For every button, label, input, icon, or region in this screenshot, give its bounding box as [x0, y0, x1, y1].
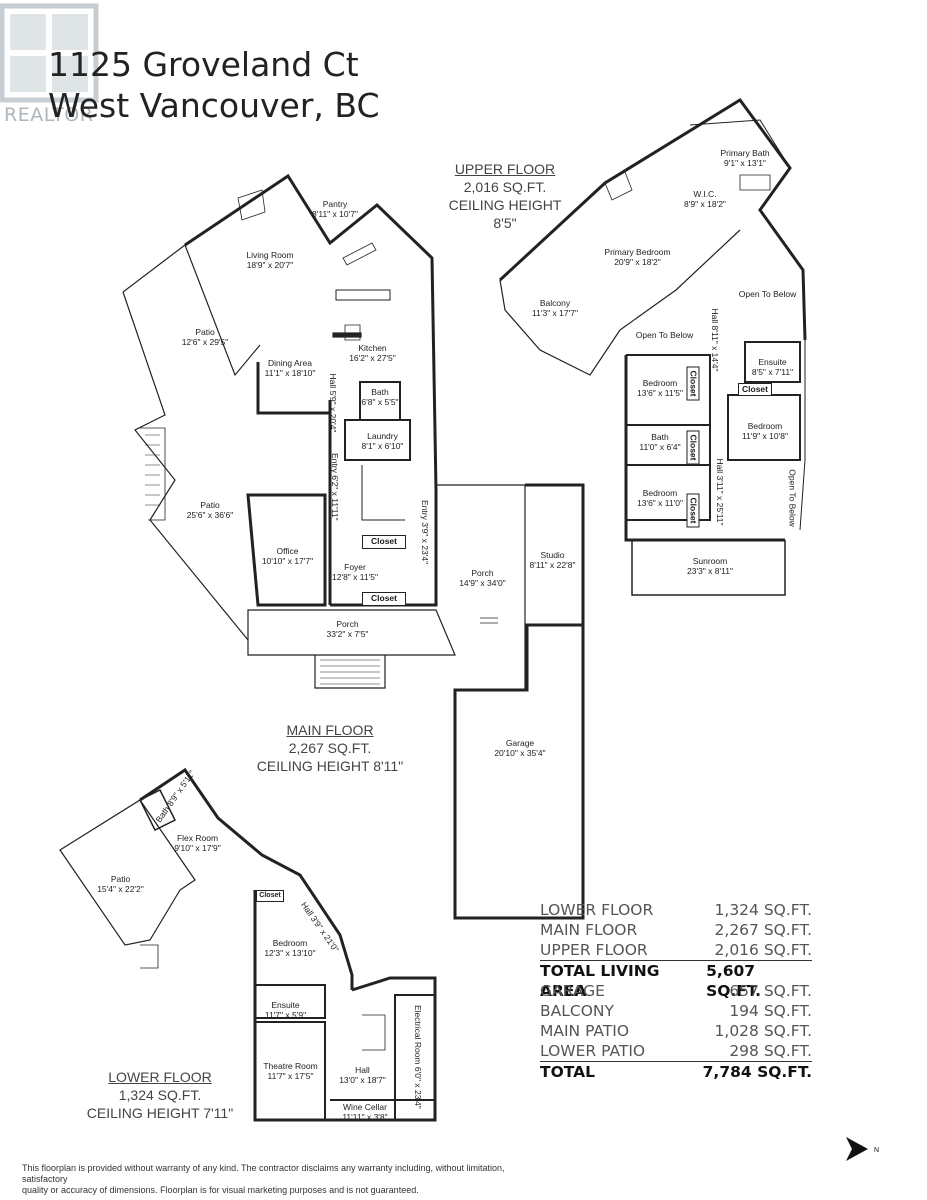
disclaimer: This floorplan is provided without warra…: [22, 1163, 522, 1196]
address-line-2: West Vancouver, BC: [48, 86, 380, 125]
room-electrical: Electrical Room 6'0" x 23'4": [413, 1005, 423, 1109]
room-entry-a: Entry 6'2" x 11'11": [330, 453, 340, 521]
lower-floor-ceiling: CEILING HEIGHT 7'11": [86, 1105, 234, 1121]
room-open-below-2: Open To Below: [635, 330, 694, 340]
north-arrow-icon: N: [846, 1137, 879, 1161]
upper-floor-label: UPPER FLOOR 2,016 SQ.FT. CEILING HEIGHT …: [440, 160, 570, 232]
closet-main-2: Closet: [362, 592, 406, 606]
main-floor-ceiling: CEILING HEIGHT 8'11": [256, 758, 404, 774]
main-floor-label: MAIN FLOOR 2,267 SQ.FT. CEILING HEIGHT 8…: [240, 721, 420, 775]
realtor-watermark-logo: [0, 3, 99, 103]
room-hall-upper-2: Hall 3'11" x 25'11": [715, 458, 725, 526]
upper-floor-plan: [498, 97, 807, 596]
upper-floor-name: UPPER FLOOR: [454, 161, 556, 177]
main-floor-area: 2,267 SQ.FT.: [288, 740, 372, 756]
closet-upper-2: Closet: [686, 366, 700, 401]
lower-floor-plan: [59, 767, 437, 1122]
north-label: N: [874, 1147, 879, 1154]
main-floor-plan: [122, 173, 585, 920]
closet-upper-3: Closet: [686, 430, 700, 465]
room-hall-main: Hall 5'9" x 20'4": [328, 373, 338, 433]
room-hall-upper-1: Hall 8'11" x 14'4": [710, 308, 720, 372]
address-line-1: 1125 Groveland Ct: [48, 45, 359, 84]
lower-floor-area: 1,324 SQ.FT.: [118, 1087, 202, 1103]
closet-upper-1: Closet: [738, 383, 772, 396]
realtor-watermark-text: REALTOR: [4, 104, 94, 126]
room-entry-b: Entry 3'9" x 23'4": [420, 500, 430, 565]
room-open-below-1: Open To Below: [738, 289, 797, 299]
closet-lower: Closet: [256, 890, 284, 902]
room-open-below-3: Open To Below: [787, 469, 798, 527]
lower-floor-label: LOWER FLOOR 1,324 SQ.FT. CEILING HEIGHT …: [80, 1068, 240, 1122]
upper-floor-ceiling: CEILING HEIGHT 8'5": [448, 197, 562, 231]
disclaimer-line-2: quality or accuracy of dimensions. Floor…: [22, 1185, 419, 1195]
closet-main-1: Closet: [362, 535, 406, 549]
lower-floor-name: LOWER FLOOR: [108, 1069, 212, 1085]
disclaimer-line-1: This floorplan is provided without warra…: [22, 1163, 505, 1184]
room-wic: W.I.C.8'9" x 18'2": [684, 189, 726, 209]
upper-floor-area: 2,016 SQ.FT.: [463, 179, 547, 195]
main-floor-name: MAIN FLOOR: [286, 722, 374, 738]
closet-upper-4: Closet: [686, 493, 700, 528]
